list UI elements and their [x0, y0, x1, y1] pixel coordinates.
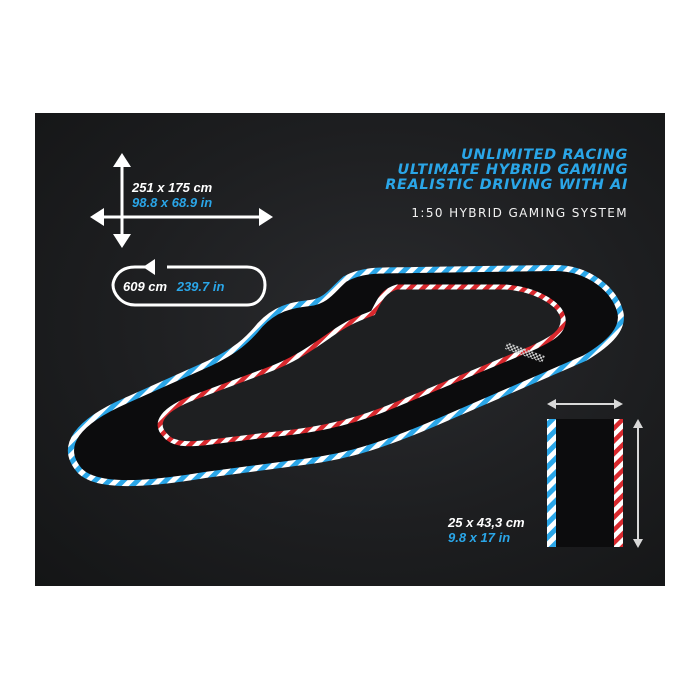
headline: UNLIMITED RACING ULTIMATE HYBRID GAMING …	[385, 148, 628, 193]
track-length-metric: 609 cm	[123, 279, 168, 294]
piece-dimensions-label: 25 x 43,3 cm 9.8 x 17 in	[448, 515, 525, 545]
headline-line-2: ULTIMATE HYBRID GAMING	[397, 162, 628, 178]
track-illustration	[67, 153, 643, 548]
finish-line	[504, 342, 545, 363]
piece-dimensions-metric: 25 x 43,3 cm	[448, 515, 525, 530]
product-subtitle: 1:50 HYBRID GAMING SYSTEM	[411, 206, 628, 220]
piece-arrows	[547, 399, 643, 548]
track-inner-island	[157, 284, 566, 447]
headline-line-3: REALISTIC DRIVING WITH AI	[385, 177, 628, 193]
track-dimensions-metric: 251 x 175 cm	[132, 180, 213, 195]
track-piece	[547, 419, 623, 547]
length-loop-arrow	[111, 259, 267, 307]
track-length-imperial: 239.7 in	[176, 279, 225, 294]
track-length-label: 609 cm 239.7 in	[123, 279, 224, 294]
dimension-arrows	[90, 153, 273, 248]
piece-dimensions-imperial: 9.8 x 17 in	[448, 530, 511, 545]
track-dimensions-label: 251 x 175 cm 98.8 x 68.9 in	[132, 180, 212, 210]
product-panel: UNLIMITED RACING ULTIMATE HYBRID GAMING …	[35, 113, 665, 586]
track-dimensions-imperial: 98.8 x 68.9 in	[132, 195, 213, 210]
headline-line-1: UNLIMITED RACING	[461, 147, 628, 163]
